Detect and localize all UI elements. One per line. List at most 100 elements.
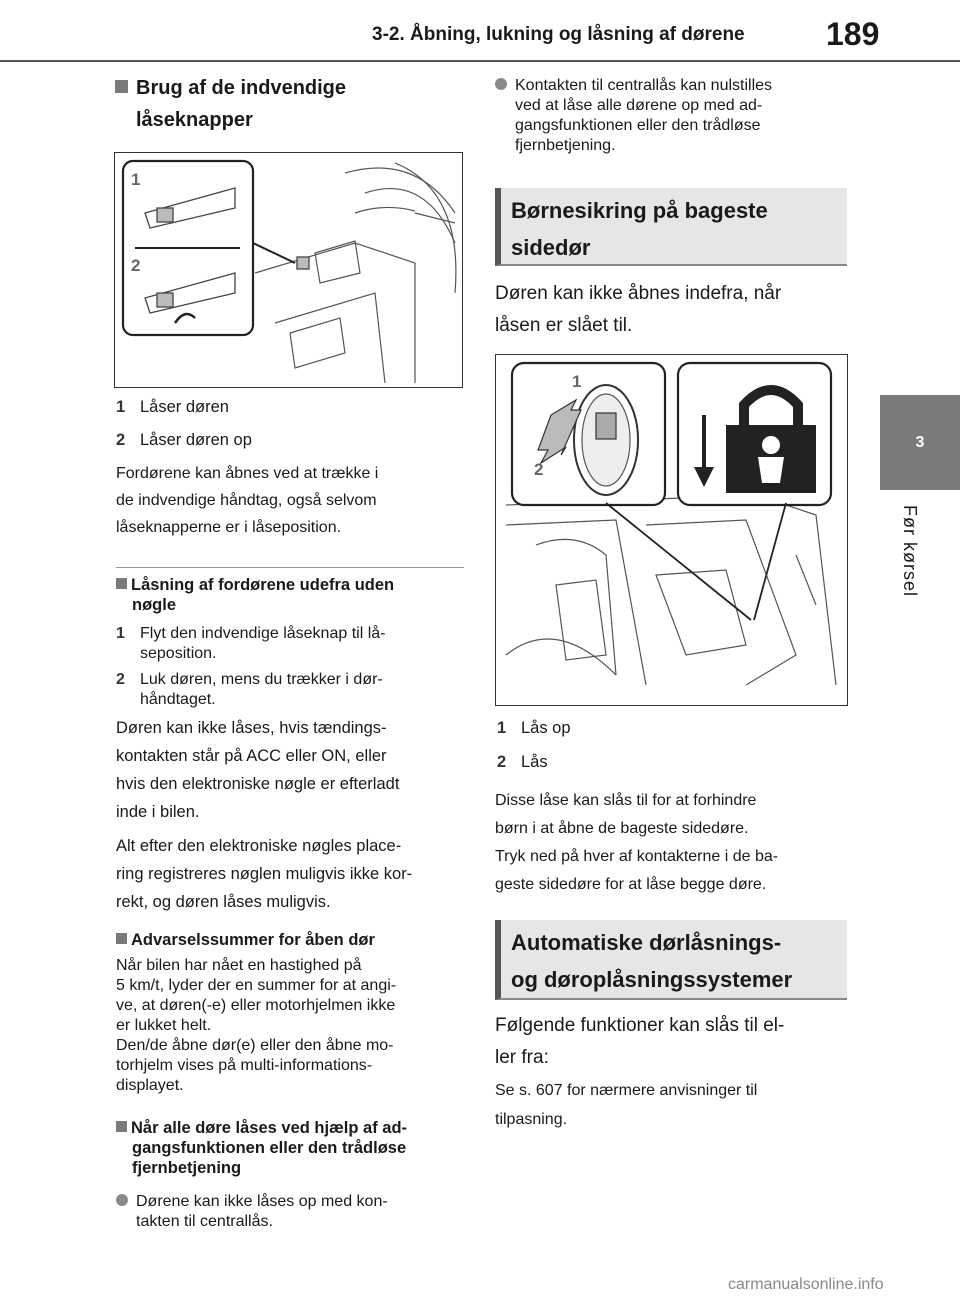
text-line: Følgende funktioner kan slås til el- (495, 1015, 785, 1036)
item-text: Luk døren, mens du trækker i dør- (140, 671, 383, 688)
round-bullet-icon (495, 78, 507, 90)
section-box-child-lock: Børnesikring på bageste sidedør (495, 188, 847, 266)
item-text: ved at låse alle dørene op med ad- (515, 97, 763, 114)
paragraph: Se s. 607 for nærmere anvisninger til ti… (495, 1076, 757, 1134)
section-rule (116, 567, 464, 568)
chapter-tab: 3 (880, 395, 960, 490)
item-number: 1 (116, 398, 126, 416)
rear-door-illustration: 1 2 (505, 361, 837, 686)
text-line: inde i bilen. (116, 803, 200, 821)
item-number: 2 (116, 671, 125, 688)
item-text: Flyt den indvendige låseknap til lå- (140, 625, 386, 642)
text-line: låseknapperne er i låseposition. (116, 519, 342, 536)
numbered-item: 1 Låser døren (116, 393, 229, 421)
paragraph: Døren kan ikke åbnes indefra, når låsen … (495, 278, 781, 342)
text-line: Disse låse kan slås til for at forhindre (495, 792, 757, 809)
text-line: displayet. (116, 1077, 184, 1094)
text-line: geste sidedøre for at låse begge døre. (495, 876, 767, 893)
text-line: Døren kan ikke låses, hvis tændings- (116, 719, 387, 737)
text-line: Se s. 607 for nærmere anvisninger til (495, 1082, 758, 1099)
paragraph: Døren kan ikke låses, hvis tændings- kon… (116, 714, 399, 826)
item-number: 2 (116, 431, 126, 449)
text-line: låsen er slået til. (495, 315, 633, 336)
item-number: 2 (497, 753, 507, 771)
figure-label-1: 1 (131, 170, 140, 189)
subheading: Låsning af fordørene udefra uden nøgle (116, 575, 394, 615)
heading-line: låseknapper (136, 109, 253, 131)
item-text: Lås (521, 753, 548, 771)
square-bullet-icon (116, 933, 127, 944)
item-text: seposition. (140, 645, 217, 662)
item-text: Lås op (521, 719, 571, 737)
text-line: torhjelm vises på multi-informations- (116, 1057, 373, 1074)
numbered-item: 2 Låser døren op (116, 426, 252, 454)
item-text: Kontakten til centrallås kan nulstilles (515, 77, 773, 94)
paragraph: Alt efter den elektroniske nøgles place-… (116, 832, 412, 916)
child-lock-symbol-icon (694, 385, 816, 493)
text-line: Når bilen har nået en hastighed på (116, 957, 362, 974)
heading-line: og døroplåsningssystemer (511, 967, 793, 992)
square-bullet-icon (116, 578, 127, 589)
header-rule (0, 60, 960, 62)
text-line: ring registreres nøglen muligvis ikke ko… (116, 865, 413, 883)
numbered-item: 2 Luk døren, mens du trækker i dør- håndt… (116, 670, 383, 710)
chapter-label: Før kørsel (894, 505, 924, 605)
numbered-item: 2 Lås (497, 748, 548, 776)
figure-child-lock: 1 2 (495, 354, 848, 706)
text-line: Fordørene kan åbnes ved at trække i (116, 465, 379, 482)
heading-line: sidedør (511, 235, 591, 260)
figure-label-2: 2 (131, 256, 140, 275)
heading-line: nøgle (132, 596, 176, 614)
figure-label-1: 1 (572, 372, 581, 391)
text-line: hvis den elektroniske nøgle er efterladt (116, 775, 400, 793)
item-text: Dørene kan ikke låses op med kon- (136, 1193, 388, 1210)
heading-line: Brug af de indvendige (136, 77, 347, 99)
text-line: kontakten står på ACC eller ON, eller (116, 747, 387, 765)
figure-label-2: 2 (534, 460, 543, 479)
item-text: håndtaget. (140, 691, 216, 708)
door-interior-illustration: 1 2 (121, 159, 457, 384)
numbered-item: 1 Lås op (497, 714, 571, 742)
text-line: børn i at åbne de bageste sidedøre. (495, 820, 749, 837)
paragraph: Følgende funktioner kan slås til el- ler… (495, 1010, 784, 1074)
watermark: carmanualsonline.info (728, 1276, 884, 1293)
text-line: Døren kan ikke åbnes indefra, når (495, 283, 782, 304)
running-header: 3-2. Åbning, lukning og låsning af døren… (372, 24, 745, 45)
item-number: 1 (116, 625, 125, 642)
heading-line: Automatiske dørlåsnings- (511, 930, 782, 955)
item-text: fjernbetjening. (515, 137, 616, 154)
callout-pointer (753, 502, 787, 621)
paragraph: Disse låse kan slås til for at forhindre… (495, 787, 778, 899)
heading-line: Børnesikring på bageste (511, 198, 768, 223)
square-bullet-icon (115, 80, 128, 93)
heading-line: Når alle døre låses ved hjælp af ad- (131, 1119, 408, 1137)
numbered-item: 1 Flyt den indvendige låseknap til lå- se… (116, 624, 385, 664)
text-line: Tryk ned på hver af kontakterne i de ba- (495, 848, 779, 865)
bullet-item: Kontakten til centrallås kan nulstilles … (495, 76, 772, 156)
heading-inner-lock-buttons: Brug af de indvendige låseknapper (115, 72, 346, 136)
item-text: gangsfunktionen eller den trådløse (515, 117, 761, 134)
item-text: Låser døren (140, 398, 229, 416)
text-line: er lukket helt. (116, 1017, 212, 1034)
paragraph: Når bilen har nået en hastighed på 5 km/… (116, 956, 396, 1096)
subheading: Advarselssummer for åben dør (116, 930, 375, 950)
heading-line: gangsfunktionen eller den trådløse (132, 1139, 407, 1157)
subheading: Når alle døre låses ved hjælp af ad- gan… (116, 1118, 407, 1178)
text-line: Alt efter den elektroniske nøgles place- (116, 837, 402, 855)
heading-line: Advarselssummer for åben dør (131, 931, 375, 949)
text-line: ve, at døren(-e) eller motorhjelmen ikke (116, 997, 396, 1014)
item-number: 1 (497, 719, 507, 737)
callout-pointer (252, 242, 296, 264)
item-text: Låser døren op (140, 431, 252, 449)
text-line: ler fra: (495, 1047, 549, 1068)
text-line: 5 km/t, lyder der en summer for at angi- (116, 977, 397, 994)
paragraph: Fordørene kan åbnes ved at trække i de i… (116, 460, 378, 541)
text-line: de indvendige håndtag, også selvom (116, 492, 377, 509)
text-line: tilpasning. (495, 1111, 568, 1128)
text-line: Den/de åbne dør(e) eller den åbne mo- (116, 1037, 394, 1054)
lock-switch-icon (537, 384, 639, 496)
round-bullet-icon (116, 1194, 128, 1206)
bullet-item: Dørene kan ikke låses op med kon- takten… (116, 1192, 388, 1232)
callout-pointer (605, 502, 752, 621)
section-box-auto-lock: Automatiske dørlåsnings- og døroplåsning… (495, 920, 847, 1000)
